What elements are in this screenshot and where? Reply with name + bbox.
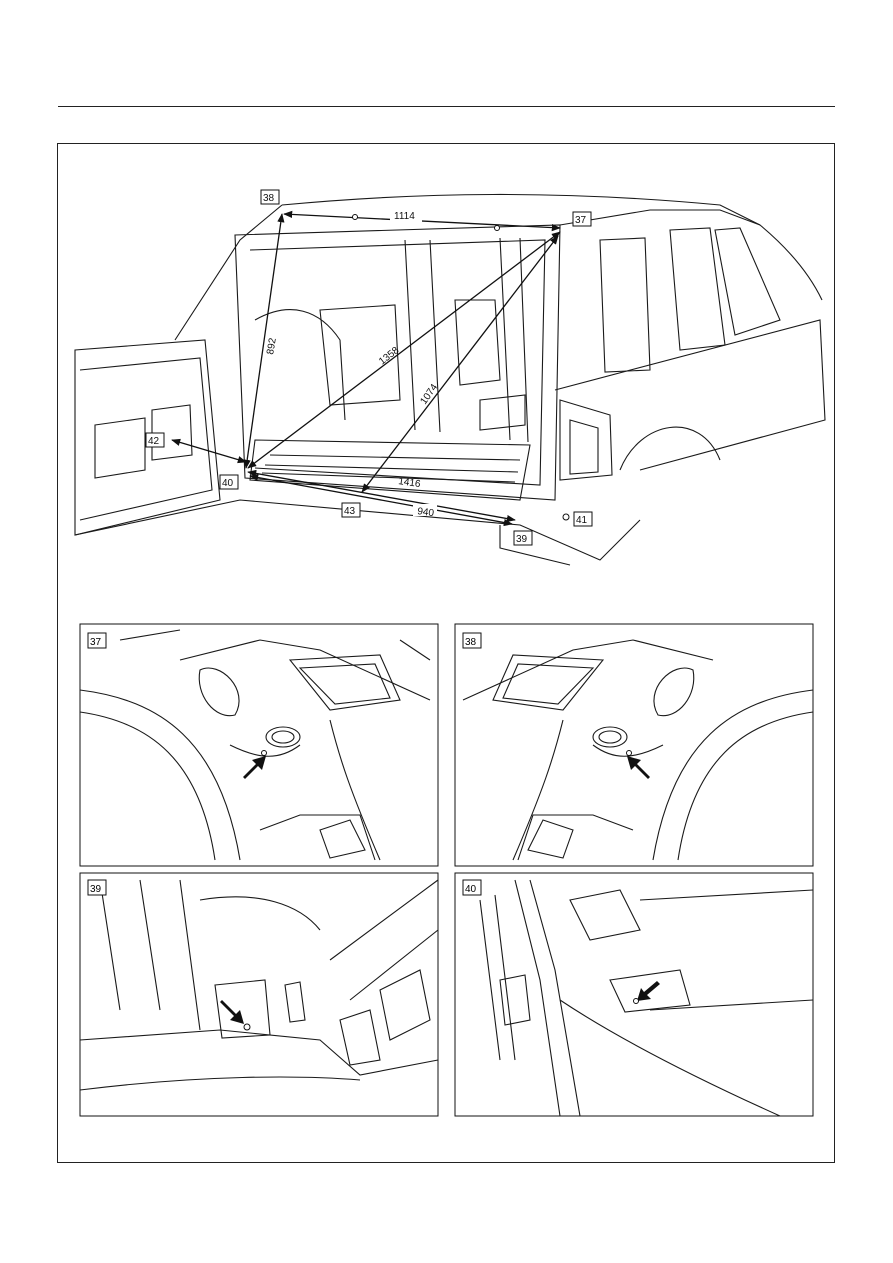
arrow-39 [220, 1000, 244, 1024]
truck-body-outline [74, 193, 826, 566]
panel-label-37: 37 [90, 637, 102, 648]
callout-42: 42 [148, 436, 160, 447]
callout-41: 41 [576, 515, 588, 526]
header-rule [58, 106, 835, 107]
dim-892: 892 [265, 337, 279, 356]
arrow-40 [637, 981, 660, 1001]
detail-panel-38: 38 [454, 623, 814, 867]
callout-37: 37 [575, 215, 587, 226]
callout-40: 40 [222, 478, 234, 489]
detail-panel-39: 39 [79, 872, 439, 1117]
callout-38: 38 [263, 193, 275, 204]
dim-1416: 1416 [398, 476, 422, 490]
panel-label-39: 39 [90, 884, 102, 895]
figure-frame [57, 143, 835, 1163]
callout-39: 39 [516, 534, 528, 545]
detail-panel-40: 40 [454, 872, 814, 1117]
callout-43: 43 [344, 506, 356, 517]
dim-940: 940 [417, 506, 435, 519]
arrow-37 [243, 756, 266, 779]
dim-1114: 1114 [394, 211, 415, 222]
arrow-38 [627, 756, 650, 779]
panel-label-38: 38 [465, 637, 477, 648]
panel-label-40: 40 [465, 884, 477, 895]
measuring-points [352, 214, 570, 521]
detail-panel-37: 37 [79, 623, 439, 867]
